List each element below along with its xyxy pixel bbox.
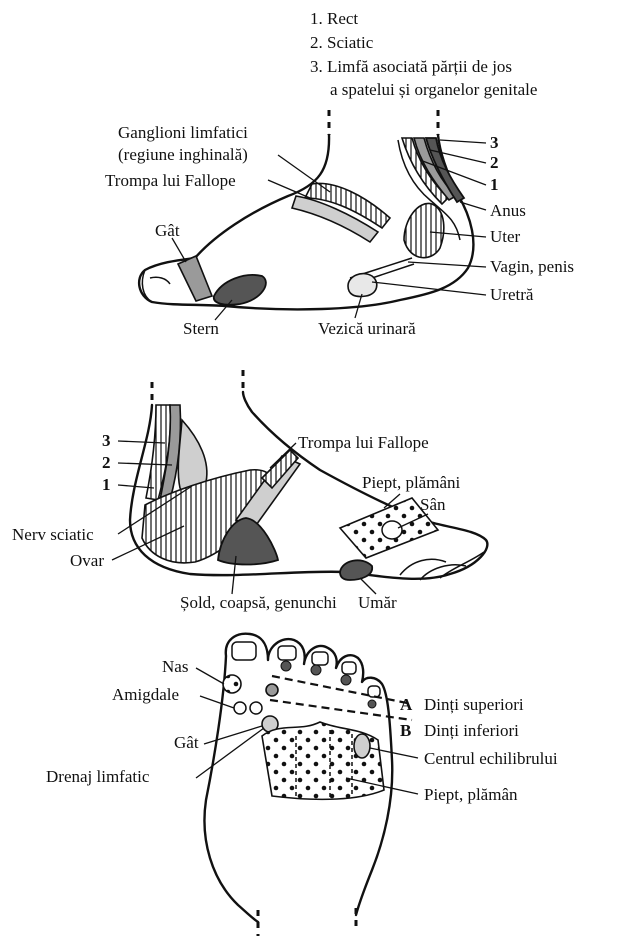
label-ganglioni-sub: (regiune inghinală) <box>118 145 248 164</box>
top-foot: Nas Amigdale Gât Drenaj limfatic A B Din… <box>46 632 558 936</box>
label-stern: Stern <box>183 319 219 338</box>
legend: 1. Rect 2. Sciatic 3. Limfă asociată păr… <box>310 9 537 99</box>
label-dinti-inf: Dinți inferiori <box>424 721 519 740</box>
toe-nail-1 <box>231 641 257 661</box>
inner-ganglioni-zone <box>303 182 392 230</box>
label-umar: Umăr <box>358 593 397 612</box>
inner-stern-zone <box>213 274 267 306</box>
outer-foot: 3 2 1 Trompa lui Fallope Piept, plămâni … <box>12 370 489 612</box>
inner-uter-zone <box>403 202 445 259</box>
inner-gat-zone <box>176 254 214 302</box>
label-letter-a: A <box>400 695 413 714</box>
label-dinti-sup: Dinți superiori <box>424 695 524 714</box>
outer-sold-zone <box>217 517 280 566</box>
toe-nail-3 <box>311 651 329 666</box>
legend-item-rect: 1. Rect <box>310 9 358 28</box>
label-vagin: Vagin, penis <box>490 257 574 276</box>
inner-foot-outline <box>137 133 475 311</box>
label-num-2: 2 <box>490 153 499 172</box>
label-num-3b: 3 <box>102 431 111 450</box>
label-trompa: Trompa lui Fallope <box>105 171 236 190</box>
label-drenaj: Drenaj limfatic <box>46 767 150 786</box>
label-uter: Uter <box>490 227 521 246</box>
label-nerv: Nerv sciatic <box>12 525 94 544</box>
outer-foot-outline <box>128 390 489 581</box>
top-nas-zone <box>222 674 242 694</box>
top-foot-outline <box>203 632 394 924</box>
inner-trompa-zone <box>290 195 380 244</box>
label-gat-top: Gât <box>174 733 199 752</box>
label-anus: Anus <box>490 201 526 220</box>
label-num-1: 1 <box>490 175 499 194</box>
label-ganglioni: Ganglioni limfatici <box>118 123 248 142</box>
inner-foot: Ganglioni limfatici (regiune inghinală) … <box>105 110 574 338</box>
label-uretra: Uretră <box>490 285 534 304</box>
legend-item-limfa-cont: a spatelui și organelor genitale <box>330 80 537 99</box>
top-line-a <box>271 674 413 706</box>
label-piept-top: Piept, plămân <box>424 785 518 804</box>
legend-item-limfa: 3. Limfă asociată părții de jos <box>310 57 512 76</box>
top-amigdale-zone <box>233 701 247 715</box>
top-line-b <box>269 698 413 722</box>
outer-umar-zone <box>339 559 373 581</box>
label-centrul: Centrul echilibrului <box>424 749 558 768</box>
legend-item-sciatic: 2. Sciatic <box>310 33 374 52</box>
toe-nail-5 <box>367 685 381 698</box>
label-ovar: Ovar <box>70 551 104 570</box>
label-num-3: 3 <box>490 133 499 152</box>
label-trompa-2: Trompa lui Fallope <box>298 433 429 452</box>
label-nas: Nas <box>162 657 188 676</box>
label-piept: Piept, plămâni <box>362 473 460 492</box>
outer-san-zone <box>381 520 403 540</box>
top-piept-zone <box>261 721 385 801</box>
label-num-2b: 2 <box>102 453 111 472</box>
label-letter-b: B <box>400 721 411 740</box>
top-centrul-zone <box>353 733 371 759</box>
toe-nail-4 <box>341 661 357 675</box>
label-sold: Șold, coapsă, genunchi <box>180 593 337 612</box>
label-san: Sân <box>420 495 446 514</box>
toe-nail-2 <box>277 645 297 661</box>
label-num-1b: 1 <box>102 475 111 494</box>
label-gat: Gât <box>155 221 180 240</box>
inner-vezica-zone <box>347 272 378 298</box>
label-vezica: Vezică urinară <box>318 319 416 338</box>
label-amigdale: Amigdale <box>112 685 179 704</box>
